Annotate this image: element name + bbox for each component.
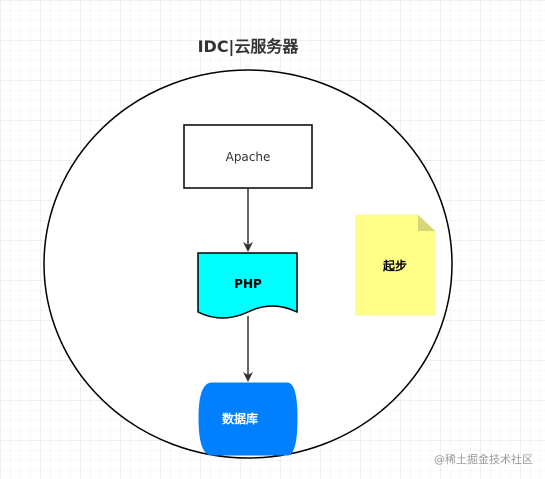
apache-node[interactable]: Apache <box>183 124 313 189</box>
note-label: 起步 <box>382 258 407 273</box>
note-shape[interactable] <box>355 214 436 316</box>
note-node[interactable]: 起步 <box>355 214 436 316</box>
database-label: 数据库 <box>222 411 258 426</box>
apache-label: Apache <box>226 150 271 164</box>
diagram-title: IDC|云服务器 <box>198 37 300 57</box>
php-document-shape[interactable] <box>197 252 298 319</box>
note-fold <box>418 215 435 231</box>
watermark-text: @稀土掘金技术社区 <box>434 452 533 466</box>
database-shape[interactable] <box>198 382 298 456</box>
php-label: PHP <box>234 277 262 291</box>
database-node[interactable]: 数据库 <box>198 382 298 456</box>
php-node[interactable]: PHP <box>197 252 298 319</box>
